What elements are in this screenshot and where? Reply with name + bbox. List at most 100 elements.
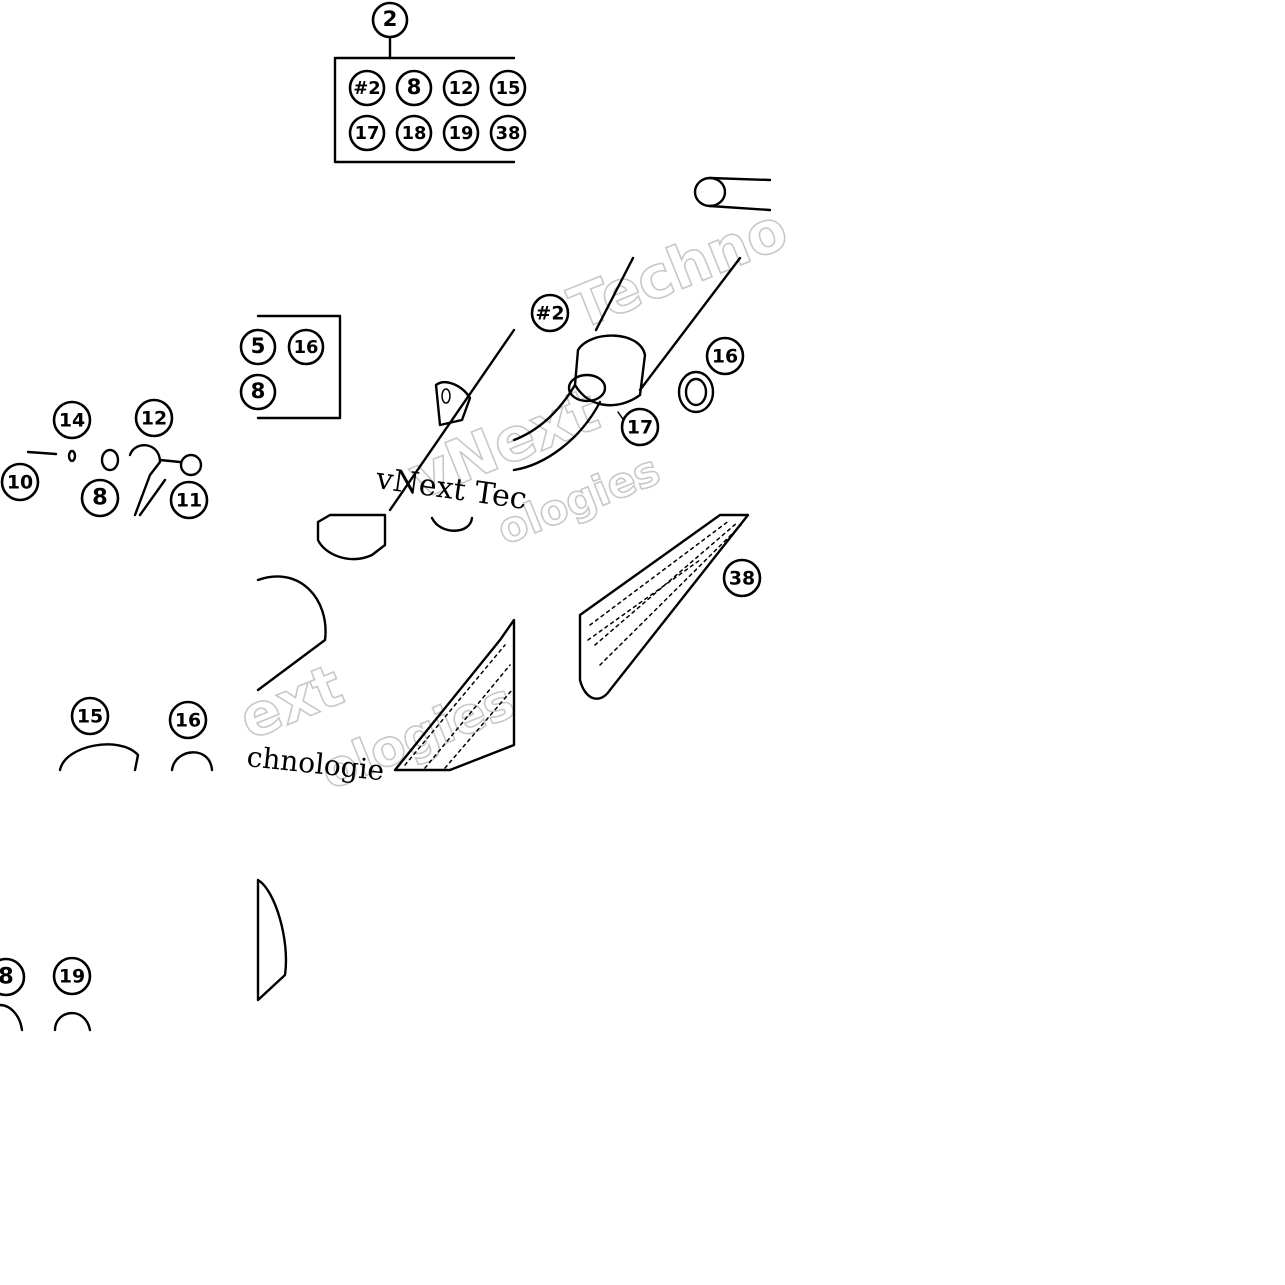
callout-17: 17 — [348, 114, 386, 152]
callout-number: 17 — [627, 416, 653, 438]
callout-number: 14 — [59, 409, 85, 431]
silencer-packing — [578, 513, 750, 700]
callout-18: 18 — [395, 114, 433, 152]
callout-16: 16 — [287, 328, 325, 366]
bracket-12 — [128, 444, 167, 517]
callout-layer: 2 #2 8 12 15 17 18 19 38 5 16 8 14 12 10 8 11 #2 16 17 38 15 1… — [0, 1, 762, 997]
silencer-sleeve — [256, 575, 516, 772]
callout-hash-2: #2 — [348, 69, 386, 107]
callout-38: 38 — [722, 558, 762, 598]
nut-11 — [179, 453, 203, 477]
callout-circle — [70, 696, 110, 736]
mount-hardware — [26, 444, 203, 517]
callout-number: 17 — [355, 123, 380, 144]
callout-circle — [287, 328, 325, 366]
callout-circle — [52, 400, 92, 440]
end-cap-left — [316, 513, 387, 561]
packing-texture — [587, 519, 743, 666]
tail-tube-end — [693, 176, 727, 208]
callout-number: 38 — [729, 567, 755, 589]
pipe-edge-left — [388, 328, 516, 512]
exhaust-pipe — [388, 256, 742, 512]
bracket-hole — [441, 388, 451, 404]
callout-circle — [0, 957, 26, 997]
callout-number: 2 — [383, 7, 398, 32]
callout-circle — [395, 114, 433, 152]
pipe-edge-b — [638, 256, 742, 392]
callout-15: 15 — [489, 69, 527, 107]
callout-15: 15 — [70, 696, 110, 736]
callout-circle — [722, 558, 762, 598]
callout-number: #2 — [536, 302, 565, 324]
callout-16: 16 — [168, 700, 208, 740]
callout-circle — [620, 407, 660, 447]
bend-pipe — [512, 383, 602, 472]
callout-number: 10 — [7, 471, 33, 493]
ring-15 — [58, 743, 140, 772]
callout-number: 12 — [449, 78, 474, 99]
callout-number: 16 — [294, 337, 319, 358]
packing-outline — [578, 513, 750, 700]
muffler-outlet — [567, 373, 607, 403]
muffler-cone — [573, 334, 647, 407]
callout-19: 19 — [52, 956, 92, 996]
callout-circle — [239, 373, 277, 411]
ring-16-low — [170, 751, 214, 772]
callout-circle — [169, 480, 209, 520]
callout-number: 8 — [251, 379, 266, 404]
callout-circle — [395, 69, 433, 107]
callout-38: 38 — [489, 114, 527, 152]
ring-16 — [677, 370, 715, 414]
callout-number: 19 — [449, 123, 474, 144]
tail-tube-edge-bottom — [708, 204, 772, 212]
callout-12: 12 — [134, 398, 174, 438]
callout-number: 16 — [175, 709, 201, 731]
ring-mid — [430, 516, 474, 532]
sleeve-lower — [256, 878, 288, 1002]
callout-circle — [371, 1, 409, 39]
callout-circle — [348, 114, 386, 152]
callout-number: 18 — [402, 123, 427, 144]
callout-5: 5 — [239, 328, 277, 366]
callout-number: 16 — [712, 345, 738, 367]
callout-number: 8 — [407, 75, 422, 100]
callout-number: 5 — [251, 334, 266, 359]
ring-19 — [53, 1011, 92, 1032]
ring-16-inner — [684, 377, 708, 407]
ring-18 — [0, 1003, 24, 1032]
kit-legend — [333, 36, 516, 164]
mount-bracket — [434, 381, 472, 427]
callout-8: 8 — [239, 373, 277, 411]
callout-11: 11 — [169, 480, 209, 520]
end-caps — [256, 513, 474, 1002]
pipe-edge-a — [594, 256, 635, 332]
callout-16: 16 — [705, 336, 745, 376]
callout-number: #2 — [353, 78, 380, 99]
callout-number: 11 — [176, 489, 202, 511]
callout-circle — [239, 328, 277, 366]
callout-circle — [0, 462, 40, 502]
callout-circle — [705, 336, 745, 376]
callout-number: 38 — [496, 123, 521, 144]
callout-circle — [489, 69, 527, 107]
bracket-leader — [158, 458, 182, 464]
bolt-10 — [26, 450, 58, 456]
callout-number: 12 — [141, 407, 167, 429]
callout-circle — [348, 69, 386, 107]
callout-circle — [80, 478, 120, 518]
callout-circle — [52, 956, 92, 996]
callout-circle — [489, 114, 527, 152]
callout-number: 8 — [0, 963, 14, 989]
callout-14: 14 — [52, 400, 92, 440]
tail-tube-edge-top — [708, 176, 772, 182]
callout-number: 8 — [92, 484, 108, 510]
callout-hash-2: #2 — [530, 293, 570, 333]
gasket-curve — [256, 575, 327, 692]
callout-8: 8 — [395, 69, 433, 107]
callout-12: 12 — [442, 69, 480, 107]
callout-circle — [442, 114, 480, 152]
callout-8: 8 — [0, 957, 26, 997]
callout-circle — [442, 69, 480, 107]
callout-10: 10 — [0, 462, 40, 502]
sleeve-outline — [393, 618, 516, 772]
